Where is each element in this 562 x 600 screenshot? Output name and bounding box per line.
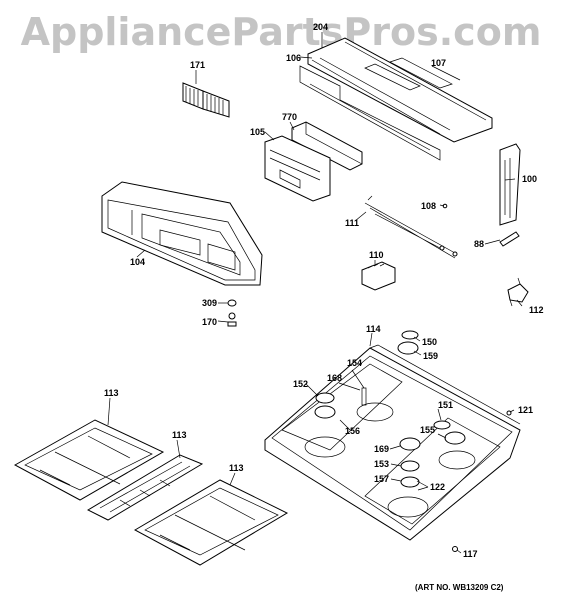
knob-seal-309 [227, 299, 237, 307]
callout-88: 88 [474, 239, 485, 249]
callout-113-right: 113 [229, 463, 244, 473]
callout-153: 153 [374, 459, 390, 469]
callout-152: 152 [293, 379, 309, 389]
callout-107: 107 [431, 58, 447, 68]
control-panel-part [101, 181, 263, 286]
switch-110-part [361, 261, 396, 291]
callout-113-center: 113 [172, 430, 187, 440]
callout-171: 171 [190, 60, 206, 70]
callout-157: 157 [374, 474, 390, 484]
callout-100: 100 [522, 174, 538, 184]
callout-204: 204 [313, 22, 329, 32]
callout-113-left: 113 [104, 388, 119, 398]
clip-88-part [499, 231, 520, 247]
burner-caps [314, 330, 466, 488]
backguard-trim-part [299, 37, 493, 161]
callout-104: 104 [130, 257, 146, 267]
side-trim-part [499, 143, 521, 226]
control-board-part [264, 135, 331, 202]
callout-121: 121 [518, 405, 534, 415]
callout-117: 117 [463, 549, 478, 559]
callout-168: 168 [327, 373, 343, 383]
callout-106: 106 [286, 53, 302, 63]
leader-lines [107, 32, 523, 554]
callout-150: 150 [422, 337, 438, 347]
callout-159: 159 [423, 351, 439, 361]
wire-harness-part [364, 195, 458, 259]
watermark-logo: AppliancePartsPros.com [20, 10, 542, 54]
callout-112: 112 [529, 305, 544, 315]
callout-770: 770 [282, 112, 298, 122]
art-number: (ART NO. WB13209 C2) [415, 583, 504, 592]
cooktop-part [264, 344, 521, 541]
callout-111: 111 [345, 218, 360, 228]
bracket-part [291, 121, 363, 171]
callout-169: 169 [374, 444, 390, 454]
knob-stem-170 [227, 312, 237, 327]
screw-117 [452, 546, 458, 552]
callout-156: 156 [345, 426, 361, 436]
callout-154: 154 [347, 358, 363, 368]
vent-grille-part [182, 82, 230, 118]
callout-110: 110 [369, 250, 384, 260]
callout-108: 108 [421, 201, 437, 211]
callout-309: 309 [202, 298, 218, 308]
callout-151: 151 [438, 400, 454, 410]
grate-left-part [13, 419, 165, 501]
callout-114: 114 [366, 324, 381, 334]
igniter-112-part [507, 277, 529, 307]
callout-105: 105 [250, 127, 266, 137]
callout-170: 170 [202, 317, 218, 327]
callout-155: 155 [420, 425, 436, 435]
grate-right-part [133, 479, 289, 566]
grate-center-part [86, 454, 204, 521]
callout-122: 122 [430, 482, 446, 492]
